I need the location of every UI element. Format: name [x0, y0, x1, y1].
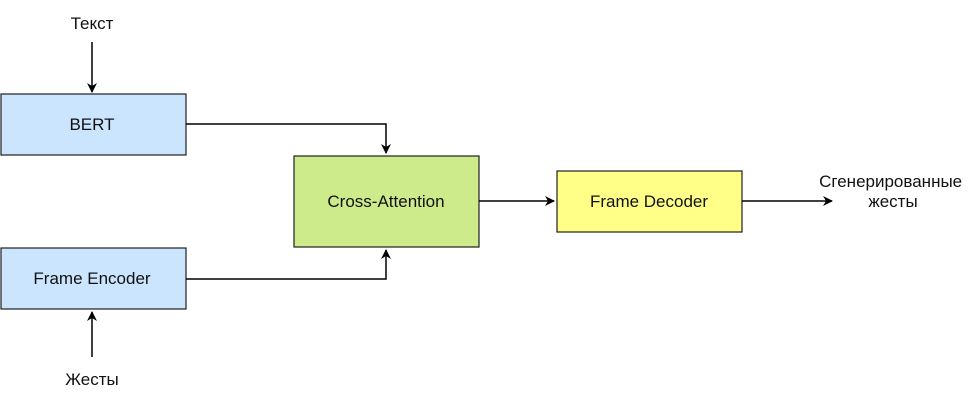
- frame-encoder-box: [0, 247, 187, 310]
- bert-label: BERT: [69, 115, 114, 134]
- frame-encoder-node: Frame Encoder: [0, 247, 187, 310]
- output-label: Сгенерированные жесты: [819, 172, 967, 211]
- bert-node: BERT: [0, 93, 187, 156]
- gestures-input-label: Жесты: [65, 370, 118, 389]
- frame-decoder-label: Frame Decoder: [590, 192, 708, 211]
- output-label-line2: жесты: [868, 192, 917, 211]
- cross-attention-node: Cross-Attention: [293, 155, 480, 248]
- cross-attention-label: Cross-Attention: [327, 192, 444, 211]
- cross-attention-box: [293, 155, 480, 248]
- bert-box: [0, 93, 187, 156]
- edge-bert-to-cross-attention: [186, 123, 391, 154]
- frame-decoder-node: Frame Decoder: [556, 170, 743, 233]
- output-label-line1: Сгенерированные: [819, 172, 962, 191]
- frame-decoder-box: [556, 170, 743, 233]
- frame-encoder-label: Frame Encoder: [33, 269, 150, 288]
- edge-frame-encoder-to-cross-attention: [186, 249, 391, 280]
- text-input-label: Текст: [71, 14, 114, 33]
